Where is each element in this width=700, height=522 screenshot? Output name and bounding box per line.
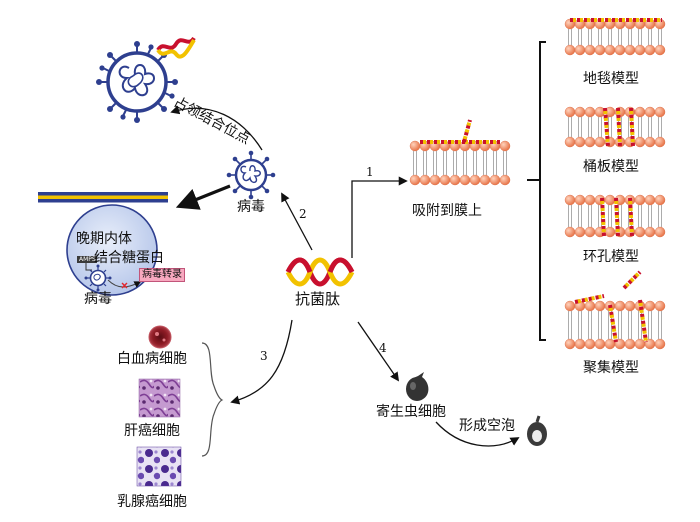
arrow-1 (351, 176, 408, 258)
parasite-vacuole-icon (527, 415, 547, 446)
liver-cancer-cell-image (138, 378, 181, 418)
barrel-stave-model-bilayer (564, 106, 666, 148)
virus-mid-icon (226, 150, 276, 200)
late-endosome (66, 204, 158, 296)
virus-label: 病毒 (237, 199, 265, 215)
arrow-4 (357, 321, 400, 382)
adsorbed-bilayer (409, 119, 511, 186)
path-1-number: 1 (366, 165, 374, 179)
carpet-model-bilayer (564, 18, 666, 56)
glycoprotein-label: 结合糖蛋白 (94, 250, 164, 266)
barrel-stave-model-label: 桶板模型 (583, 159, 639, 175)
leukemia-cell-image (148, 325, 172, 349)
arrow-occupy-site (170, 105, 263, 151)
cancer-brace (201, 342, 224, 457)
adsorb-label: 吸附到膜上 (412, 203, 482, 219)
toroidal-pore-model-bilayer (564, 194, 666, 238)
arrow-vacuole (435, 421, 520, 447)
endosome-label: 晚期内体 (76, 231, 132, 247)
models-bracket (527, 41, 546, 341)
breast-cancer-cell-label: 乳腺癌细胞 (117, 494, 187, 510)
parasite-label: 寄生虫细胞 (376, 404, 446, 420)
center-peptide-label: 抗菌肽 (295, 290, 341, 308)
inner-virus-icon (84, 264, 112, 292)
leukemia-cell-label: 白血病细胞 (117, 351, 187, 367)
path-3-number: 3 (260, 349, 268, 363)
center-peptide-helix (285, 257, 355, 287)
aggregate-model-label: 聚集模型 (583, 360, 639, 376)
vacuole-label: 形成空泡 (459, 418, 515, 434)
path-2-number: 2 (299, 207, 307, 221)
breast-cancer-cell-image (136, 446, 182, 487)
transcription-tag: 病毒转录 (139, 268, 185, 282)
arrow-3 (230, 319, 293, 405)
carpet-model-label: 地毯模型 (583, 71, 639, 87)
aggregate-model-bilayer (564, 270, 666, 350)
arrow-to-rna (175, 184, 231, 210)
path-4-number: 4 (379, 341, 387, 355)
rna-strand (38, 192, 168, 203)
inner-virus-label: 病毒 (84, 291, 112, 307)
liver-cancer-cell-label: 肝癌细胞 (124, 423, 180, 439)
arrow-2 (281, 192, 313, 251)
inhibit-x-icon (121, 282, 128, 289)
virus-top-peptide (156, 36, 196, 59)
parasite-cell-icon (406, 372, 429, 401)
virus-top-icon (96, 41, 178, 123)
amps-tag: AMPS (79, 256, 96, 263)
toroidal-pore-model-label: 环孔模型 (583, 249, 639, 265)
